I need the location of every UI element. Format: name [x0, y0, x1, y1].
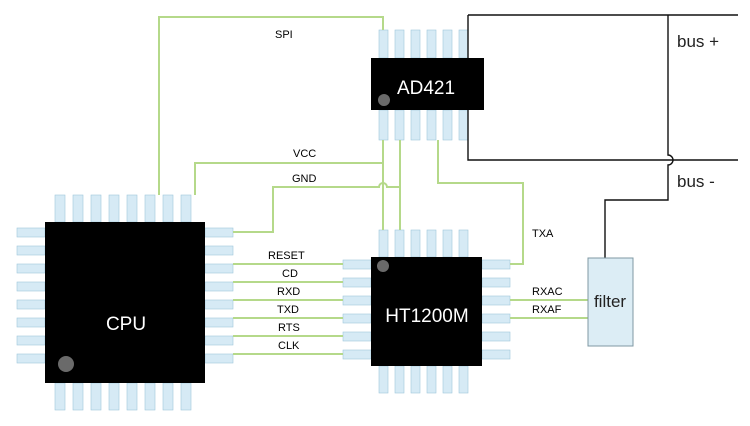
gnd-wire	[233, 182, 400, 233]
clk-label: CLK	[278, 340, 300, 352]
txa-wire	[437, 140, 524, 265]
vcc-label: VCC	[293, 148, 316, 160]
spi-wire	[158, 16, 384, 195]
ht1200m-label: HT1200M	[385, 306, 468, 327]
ht1200m-pin1-marker	[377, 260, 389, 272]
cd-label: CD	[282, 268, 298, 280]
vcc-wire	[194, 162, 383, 195]
bus-minus-wire	[467, 110, 738, 161]
rxd-label: RXD	[277, 286, 300, 298]
bus-plus-label: bus +	[677, 32, 719, 51]
spi-label: SPI	[275, 29, 293, 41]
cpu-chip	[45, 222, 205, 383]
rxac-label: RXAC	[532, 286, 563, 298]
filter-label: filter	[594, 292, 626, 311]
ad421-pin1-marker	[378, 94, 390, 106]
ad421-label: AD421	[397, 78, 455, 99]
signal-wires	[158, 16, 588, 355]
cpu-label: CPU	[106, 314, 146, 335]
reset-label: RESET	[268, 250, 305, 262]
rts-label: RTS	[278, 322, 300, 334]
cpu-pin1-marker	[58, 356, 74, 372]
rxaf-label: RXAF	[532, 304, 562, 316]
bus-plus-vertical	[604, 15, 674, 258]
txd-label: TXD	[277, 304, 299, 316]
ht1200m-chip	[371, 257, 482, 366]
bus-wires	[467, 14, 738, 258]
ad421-pins	[378, 29, 469, 141]
txa-label: TXA	[532, 228, 554, 240]
bus-minus-label: bus -	[677, 172, 715, 191]
filter-block	[587, 257, 634, 347]
gnd-label: GND	[292, 173, 317, 185]
